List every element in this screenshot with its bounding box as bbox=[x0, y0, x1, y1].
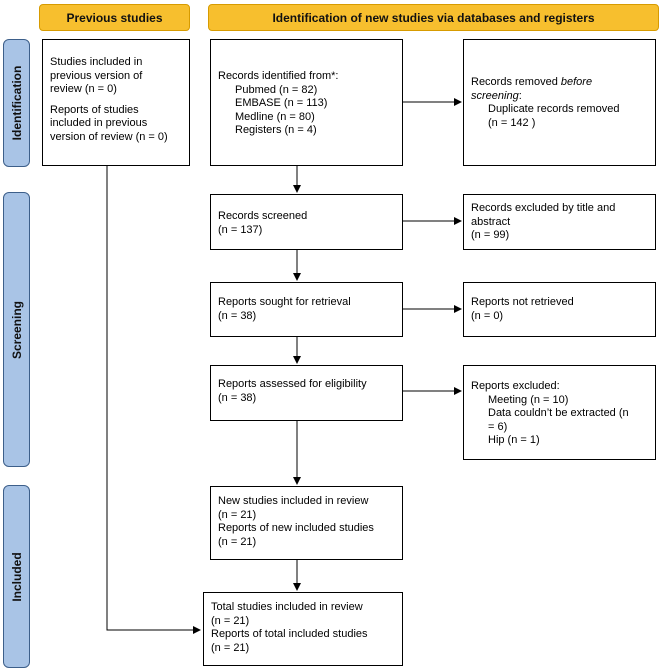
records-removed-title: Records removed before bbox=[471, 76, 648, 90]
excluded-title-abstract-line-2: abstract bbox=[471, 215, 511, 228]
assessed-box: Reports assessed for eligibility (n = 38… bbox=[210, 365, 403, 421]
records-medline: Medline (n = 80) bbox=[235, 110, 315, 123]
new-studies-header-label: Identification of new studies via databa… bbox=[272, 10, 595, 25]
new-studies-header: Identification of new studies via databa… bbox=[208, 4, 659, 31]
total-included-box: Total studies included in review (n = 21… bbox=[203, 592, 403, 666]
records-pubmed: Pubmed (n = 82) bbox=[235, 83, 318, 96]
records-identified-title: Records identified from*: bbox=[218, 70, 339, 82]
duplicate-count: (n = 142 ) bbox=[488, 116, 536, 129]
previous-studies-box: Studies included in previous version of … bbox=[42, 39, 190, 166]
stage-screening: Screening bbox=[3, 192, 30, 467]
reports-sought-label: Reports sought for retrieval bbox=[218, 296, 351, 308]
records-screened-count: (n = 137) bbox=[218, 223, 263, 236]
total-included-line-4: (n = 21) bbox=[211, 641, 250, 654]
records-removed-colon: : bbox=[518, 89, 522, 102]
previous-line-2: previous version of bbox=[50, 69, 143, 82]
previous-studies-header: Previous studies bbox=[39, 4, 190, 31]
previous-studies-header-label: Previous studies bbox=[66, 10, 163, 25]
previous-line-3: review (n = 0) bbox=[50, 83, 117, 95]
records-removed-screening: screening bbox=[471, 89, 519, 102]
reports-excluded-box: Reports excluded: Meeting (n = 10) Data … bbox=[463, 365, 656, 460]
total-included-line-1: Total studies included in review bbox=[211, 601, 363, 613]
records-screened-box: Records screened (n = 137) bbox=[210, 194, 403, 250]
not-retrieved-label: Reports not retrieved bbox=[471, 296, 574, 308]
new-included-line-3: Reports of new included studies bbox=[218, 522, 374, 534]
previous-line-6: version of review (n = 0) bbox=[50, 130, 168, 143]
new-included-box: New studies included in review (n = 21) … bbox=[210, 486, 403, 560]
excluded-meeting: Meeting (n = 10) bbox=[488, 393, 569, 406]
records-screened-label: Records screened bbox=[218, 210, 308, 222]
not-retrieved-box: Reports not retrieved (n = 0) bbox=[463, 282, 656, 337]
new-included-line-4: (n = 21) bbox=[218, 535, 257, 548]
stage-identification: Identification bbox=[3, 39, 30, 167]
previous-line-4: Reports of studies bbox=[50, 103, 139, 116]
records-embase: EMBASE (n = 113) bbox=[235, 97, 328, 109]
new-included-line-2: (n = 21) bbox=[218, 508, 257, 521]
reports-excluded-title: Reports excluded: bbox=[471, 380, 560, 392]
reports-sought-box: Reports sought for retrieval (n = 38) bbox=[210, 282, 403, 337]
total-included-line-3: Reports of total included studies bbox=[211, 628, 368, 640]
reports-sought-count: (n = 38) bbox=[218, 309, 257, 322]
records-removed-prefix: Records removed bbox=[471, 76, 561, 88]
not-retrieved-count: (n = 0) bbox=[471, 309, 504, 322]
excluded-data-line-1: Data couldn’t be extracted (n bbox=[488, 407, 629, 419]
assessed-label: Reports assessed for eligibility bbox=[218, 378, 367, 390]
previous-line-5: included in previous bbox=[50, 117, 148, 129]
duplicate-records: Duplicate records removed bbox=[488, 103, 620, 115]
assessed-count: (n = 38) bbox=[218, 391, 257, 404]
excluded-title-abstract-box: Records excluded by title and abstract (… bbox=[463, 194, 656, 250]
total-included-line-2: (n = 21) bbox=[211, 614, 250, 627]
records-removed-title-2: screening: bbox=[471, 90, 648, 104]
records-removed-box: Records removed before screening: Duplic… bbox=[463, 39, 656, 166]
records-registers: Registers (n = 4) bbox=[235, 124, 317, 136]
excluded-hip: Hip (n = 1) bbox=[488, 434, 540, 446]
arrow-previous-to-total bbox=[106, 166, 201, 634]
records-removed-before: before bbox=[560, 76, 593, 88]
records-identified-box: Records identified from*: Pubmed (n = 82… bbox=[210, 39, 403, 166]
excluded-data-line-2: = 6) bbox=[488, 420, 508, 433]
excluded-title-abstract-count: (n = 99) bbox=[471, 229, 510, 241]
previous-line-1: Studies included in bbox=[50, 56, 143, 68]
stage-included: Included bbox=[3, 485, 30, 668]
new-included-line-1: New studies included in review bbox=[218, 495, 369, 507]
excluded-title-abstract-line-1: Records excluded by title and bbox=[471, 202, 616, 214]
